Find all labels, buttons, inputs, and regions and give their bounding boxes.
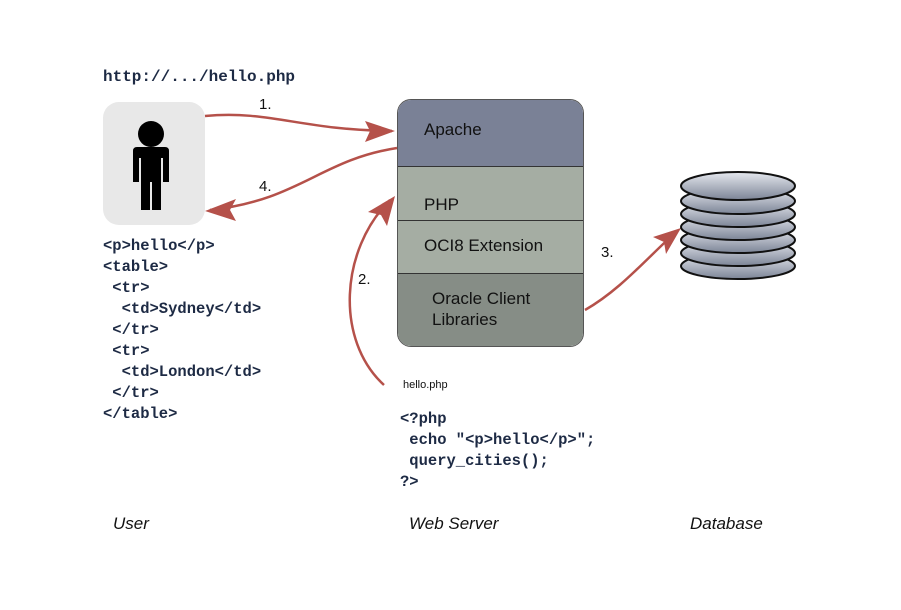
layer-label: Apache — [424, 120, 482, 139]
layer-apache: Apache — [398, 100, 583, 167]
layer-label: PHP — [424, 195, 459, 214]
request-url: http://.../hello.php — [103, 68, 296, 86]
step-label-1: 1. — [259, 96, 272, 113]
person-icon — [133, 121, 169, 210]
layer-oracle-client: Oracle Client Libraries — [398, 274, 583, 346]
arrow-step-1 — [204, 113, 393, 133]
arrow-step-4-head — [205, 199, 236, 221]
caption-database: Database — [690, 514, 763, 533]
arrow-step-4 — [209, 146, 398, 212]
layer-label: OCI8 Extension — [424, 236, 544, 255]
script-filename: hello.php — [403, 379, 448, 391]
database-icon — [680, 171, 796, 280]
arrow-step-1-head — [365, 121, 395, 142]
step-label-4: 4. — [259, 178, 272, 195]
layer-oci8: OCI8 Extension — [398, 221, 583, 274]
php-script-code: <?php echo "<p>hello</p>"; query_cities(… — [400, 410, 596, 491]
layer-label: Oracle Client Libraries — [432, 289, 531, 329]
caption-web-server: Web Server — [409, 514, 499, 533]
arrow-step-2 — [348, 199, 391, 386]
layer-php: PHP — [398, 167, 583, 221]
step-label-3: 3. — [601, 244, 614, 261]
web-server-stack: Apache PHP OCI8 Extension Oracle Client … — [397, 99, 584, 347]
arrow-step-2-head — [368, 196, 395, 226]
arrow-step-3 — [584, 231, 677, 312]
html-output-code: <p>hello</p> <table> <tr> <td>Sydney</td… — [103, 237, 262, 423]
user-box — [103, 102, 205, 225]
caption-user: User — [113, 514, 149, 533]
step-label-2: 2. — [358, 271, 371, 288]
arrow-step-3-head — [653, 228, 681, 254]
